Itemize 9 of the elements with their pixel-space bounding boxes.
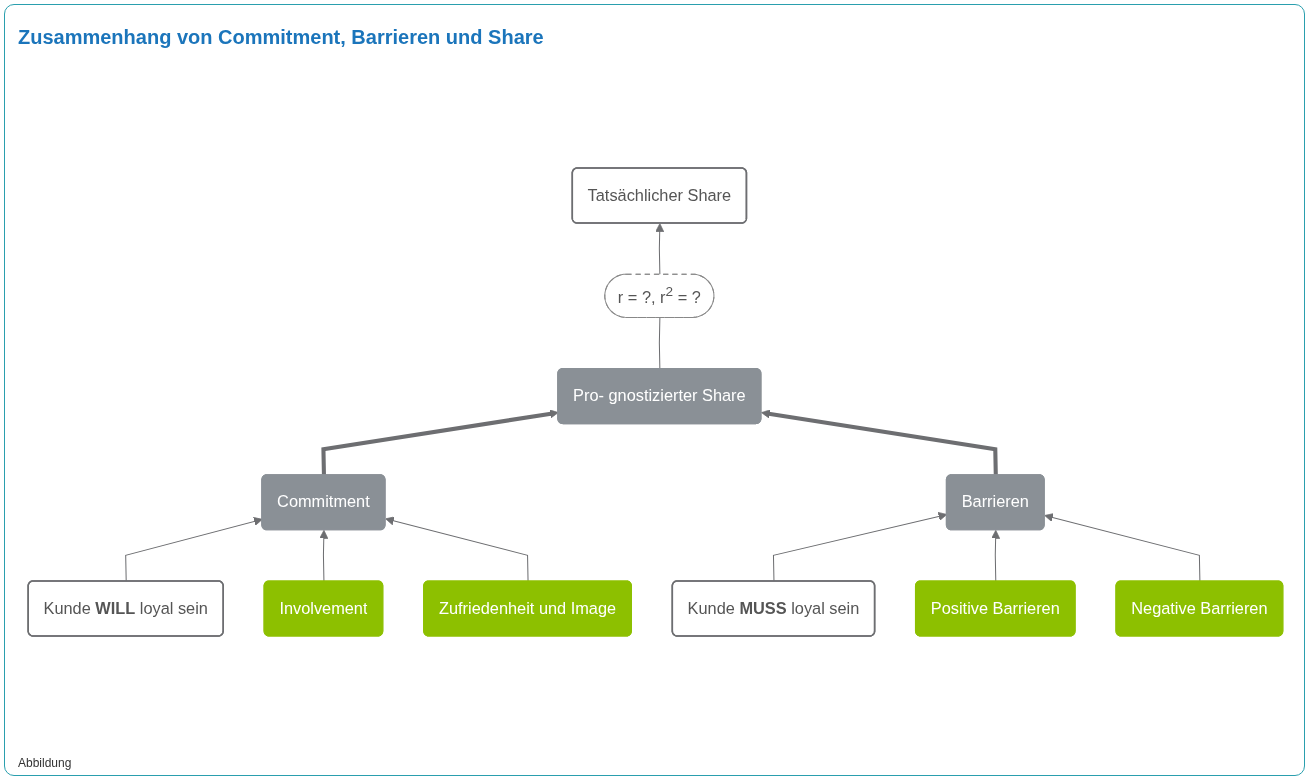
- arrow: [655, 223, 665, 276]
- arrow: [1044, 513, 1201, 582]
- arrow: [385, 516, 529, 582]
- arrow: [991, 529, 1001, 582]
- note: Abbildung: [18, 756, 72, 770]
- arrow: [319, 529, 329, 582]
- title: Zusammenhang von Commitment, Barrieren und Share: [18, 26, 544, 49]
- connector: [658, 317, 661, 370]
- arrow: [761, 409, 998, 476]
